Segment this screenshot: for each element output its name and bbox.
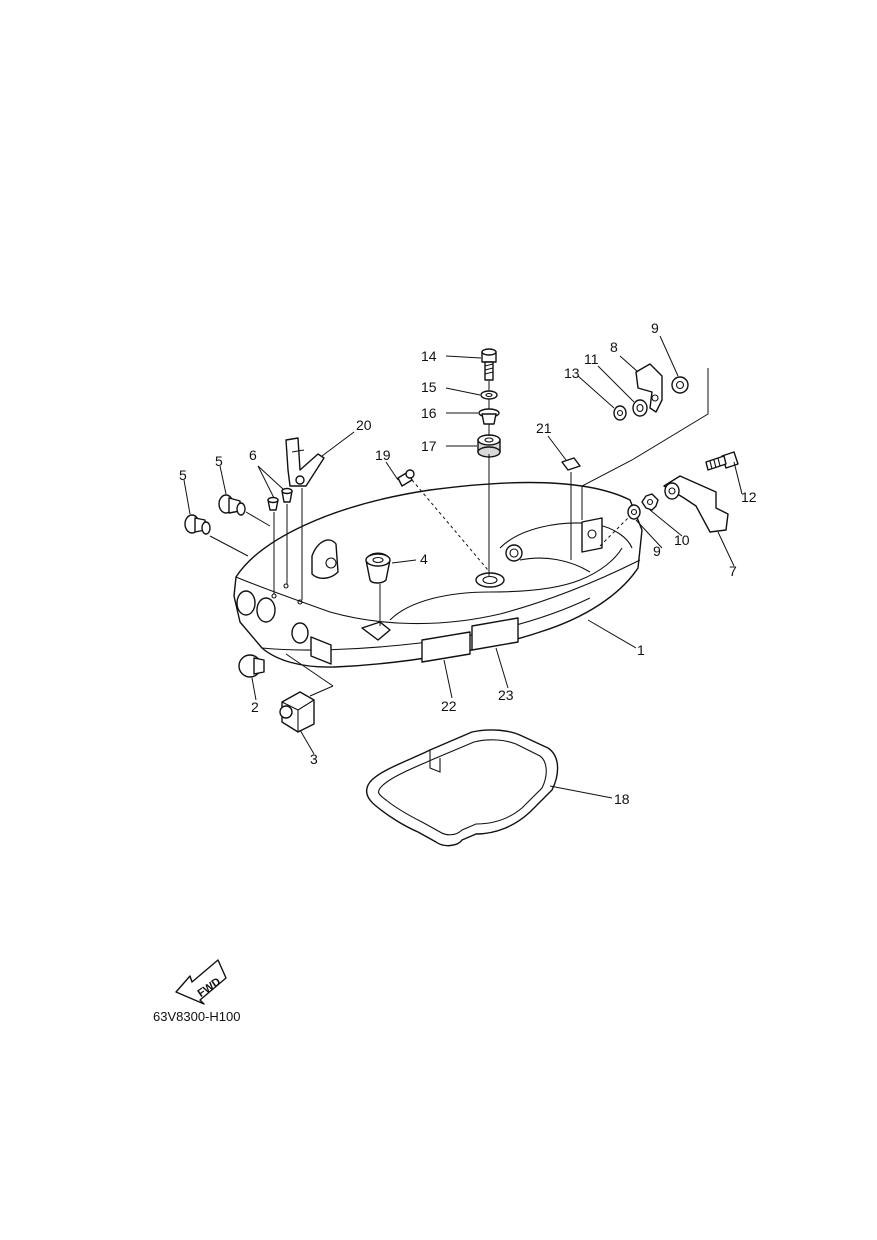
bracket-part-20	[285, 437, 325, 487]
grommet-part-4	[365, 552, 391, 584]
bottom-cowling	[233, 481, 643, 668]
label-part-21	[561, 457, 581, 471]
washer-part-15	[480, 390, 498, 400]
screw-part-19	[397, 469, 415, 487]
washer-part-10	[641, 493, 659, 511]
fwd-arrow-icon: FWD	[175, 959, 227, 1005]
rivet-part-6	[267, 487, 293, 511]
callout-4: 4	[420, 551, 428, 567]
callout-23: 23	[498, 687, 514, 703]
grommet-part-17	[477, 434, 501, 458]
callout-6: 6	[249, 447, 257, 463]
callout-12: 12	[741, 489, 757, 505]
bracket-part-8	[635, 363, 663, 413]
callout-1: 1	[637, 642, 645, 658]
seal-part-18	[365, 729, 559, 847]
callout-2: 2	[251, 699, 259, 715]
callout-22: 22	[441, 698, 457, 714]
grommet-part-5-left	[184, 514, 211, 535]
callout-3: 3	[310, 751, 318, 767]
nut-part-9-lower	[627, 504, 641, 520]
reference-lines	[209, 368, 709, 697]
callout-9-upper: 9	[651, 320, 659, 336]
callout-19: 19	[375, 447, 391, 463]
callout-20: 20	[356, 417, 372, 433]
grommet-part-5-right	[218, 494, 246, 516]
bolt-part-12	[705, 451, 739, 471]
drawing-code: 63V8300-H100	[153, 1009, 240, 1024]
callout-9-lower: 9	[653, 543, 661, 559]
callout-leaders	[183, 335, 743, 799]
washer-part-11	[632, 399, 648, 417]
callout-15: 15	[421, 379, 437, 395]
callout-7: 7	[729, 563, 737, 579]
callout-21: 21	[536, 420, 552, 436]
nut-part-9-upper	[671, 376, 689, 394]
bolt-part-14	[481, 348, 497, 381]
nut-part-13	[613, 405, 627, 421]
callout-14: 14	[421, 348, 437, 364]
callout-13: 13	[564, 365, 580, 381]
callout-5-left: 5	[179, 467, 187, 483]
collar-part-16	[478, 408, 500, 425]
callout-5-right: 5	[215, 453, 223, 469]
callout-17: 17	[421, 438, 437, 454]
callout-16: 16	[421, 405, 437, 421]
callout-11: 11	[584, 351, 599, 367]
plug-part-2	[238, 654, 265, 678]
bracket-part-7	[663, 475, 729, 533]
callout-18: 18	[614, 791, 630, 807]
callout-10: 10	[674, 532, 690, 548]
callout-numbers: 1 2 3 4 5 5 6 7 8 9 9 10 11 12 13 14 15 …	[179, 320, 757, 807]
grommet-part-3	[279, 691, 315, 733]
callout-8: 8	[610, 339, 618, 355]
